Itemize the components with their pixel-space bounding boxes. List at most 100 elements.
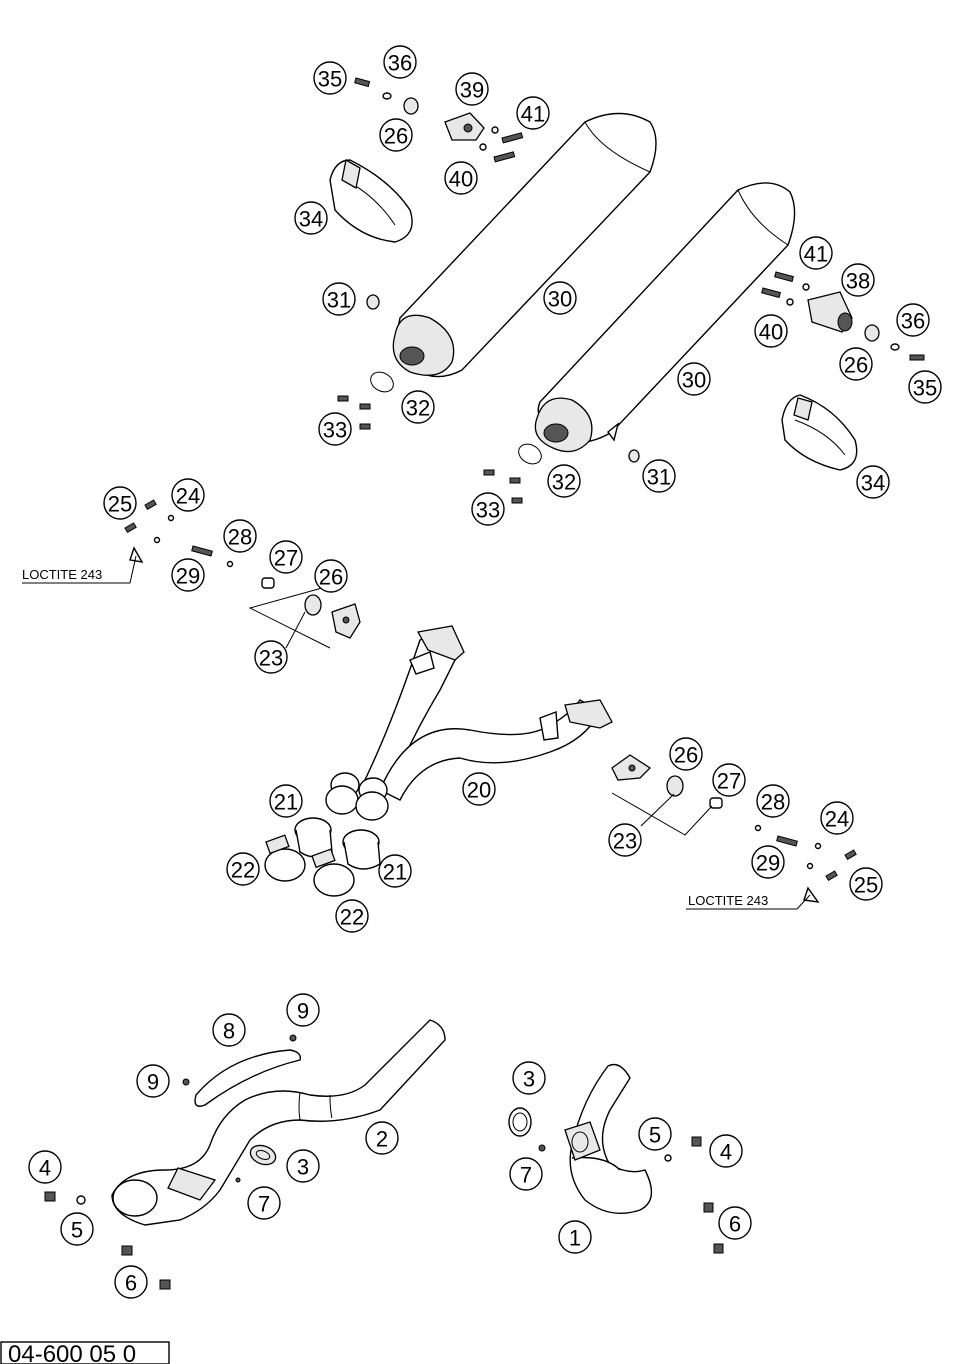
callout-circle <box>547 464 581 498</box>
callout-circle <box>269 784 303 818</box>
callout-24: 24 <box>820 801 854 835</box>
callout-5: 5 <box>638 1117 672 1151</box>
callout-34: 34 <box>294 201 328 235</box>
callout-circle <box>103 486 137 520</box>
callout-circle <box>799 236 833 270</box>
hardware-bottom-left <box>44 1177 241 1290</box>
callout-25: 25 <box>849 867 883 901</box>
callout-number: 30 <box>682 368 706 393</box>
callout-41: 41 <box>516 96 550 130</box>
callout-23: 23 <box>608 823 642 857</box>
callout-circle <box>471 492 505 526</box>
hardware-mid-left <box>124 499 361 639</box>
callout-circle <box>171 558 205 592</box>
callout-number: 6 <box>729 1212 741 1237</box>
bracket-39 <box>444 112 485 141</box>
callout-number: 36 <box>901 309 925 334</box>
y-pipe <box>325 625 613 821</box>
callout-number: 26 <box>384 124 408 149</box>
callout-circle <box>754 314 788 348</box>
callout-number: 24 <box>176 484 200 509</box>
callout-number: 9 <box>147 1070 159 1095</box>
callout-35: 35 <box>908 370 942 404</box>
callout-number: 32 <box>552 470 576 495</box>
callout-21: 21 <box>269 784 303 818</box>
callout-circle <box>908 370 942 404</box>
callout-1: 1 <box>558 1220 592 1254</box>
callout-30: 30 <box>543 281 577 315</box>
callout-circle <box>322 282 356 316</box>
callout-circle <box>896 303 930 337</box>
callout-circle <box>462 772 496 806</box>
callout-number: 4 <box>720 1140 732 1165</box>
callout-circle <box>136 1064 170 1098</box>
callout-number: 9 <box>297 999 309 1024</box>
callout-7: 7 <box>509 1157 543 1191</box>
callout-number: 2 <box>376 1127 388 1152</box>
callout-number: 25 <box>108 492 132 517</box>
heat-shield-8 <box>182 1034 301 1107</box>
callout-circle <box>383 45 417 79</box>
callout-circle <box>269 540 303 574</box>
callout-number: 8 <box>223 1019 235 1044</box>
callout-number: 31 <box>647 465 671 490</box>
callout-number: 30 <box>548 287 572 312</box>
callout-3: 3 <box>286 1149 320 1183</box>
callout-number: 3 <box>523 1067 535 1092</box>
callout-22: 22 <box>335 899 369 933</box>
callout-number: 38 <box>846 269 870 294</box>
callout-9: 9 <box>136 1064 170 1098</box>
callout-circle <box>712 763 746 797</box>
callout-29: 29 <box>751 845 785 879</box>
callout-35: 35 <box>313 61 347 95</box>
callout-circle <box>709 1134 743 1168</box>
callout-number: 6 <box>125 1271 137 1296</box>
callout-circle <box>677 362 711 396</box>
callout-number: 24 <box>825 807 849 832</box>
callout-number: 22 <box>231 858 255 883</box>
callout-number: 23 <box>259 646 283 671</box>
callout-circle <box>608 823 642 857</box>
callout-circle <box>718 1206 752 1240</box>
callout-24: 24 <box>171 478 205 512</box>
callout-28: 28 <box>756 784 790 818</box>
callout-circle <box>839 347 873 381</box>
callout-number: 33 <box>323 418 347 443</box>
callout-32: 32 <box>547 464 581 498</box>
callout-number: 28 <box>761 790 785 815</box>
document-id-box: 04-600 05 0 <box>0 1341 170 1364</box>
callout-number: 26 <box>319 565 343 590</box>
callout-number: 3 <box>297 1155 309 1180</box>
callout-number: 41 <box>804 242 828 267</box>
callout-number: 1 <box>569 1226 581 1251</box>
callout-circle <box>509 1157 543 1191</box>
callout-circle <box>856 465 890 499</box>
muffler-left <box>392 112 657 378</box>
callout-number: 20 <box>467 778 491 803</box>
callout-number: 40 <box>759 320 783 345</box>
callout-circle <box>247 1186 281 1220</box>
callout-27: 27 <box>712 763 746 797</box>
callout-number: 21 <box>274 790 298 815</box>
callout-number: 33 <box>476 498 500 523</box>
callout-number: 27 <box>274 546 298 571</box>
callout-circle <box>751 845 785 879</box>
callout-number: 29 <box>176 564 200 589</box>
callout-number: 7 <box>258 1192 270 1217</box>
callout-circle <box>365 1121 399 1155</box>
hardware-top <box>337 77 925 504</box>
bracket-38 <box>807 291 853 333</box>
callout-number: 27 <box>717 769 741 794</box>
callout-circle <box>226 852 260 886</box>
callout-circle <box>335 899 369 933</box>
callout-26: 26 <box>379 118 413 152</box>
callout-39: 39 <box>455 72 489 106</box>
callout-circle <box>455 72 489 106</box>
callout-number: 22 <box>340 905 364 930</box>
callout-41: 41 <box>799 236 833 270</box>
loctite-note-left: LOCTITE 243 <box>22 567 102 582</box>
callout-36: 36 <box>896 303 930 337</box>
callout-circle <box>669 737 703 771</box>
callout-number: 26 <box>844 353 868 378</box>
